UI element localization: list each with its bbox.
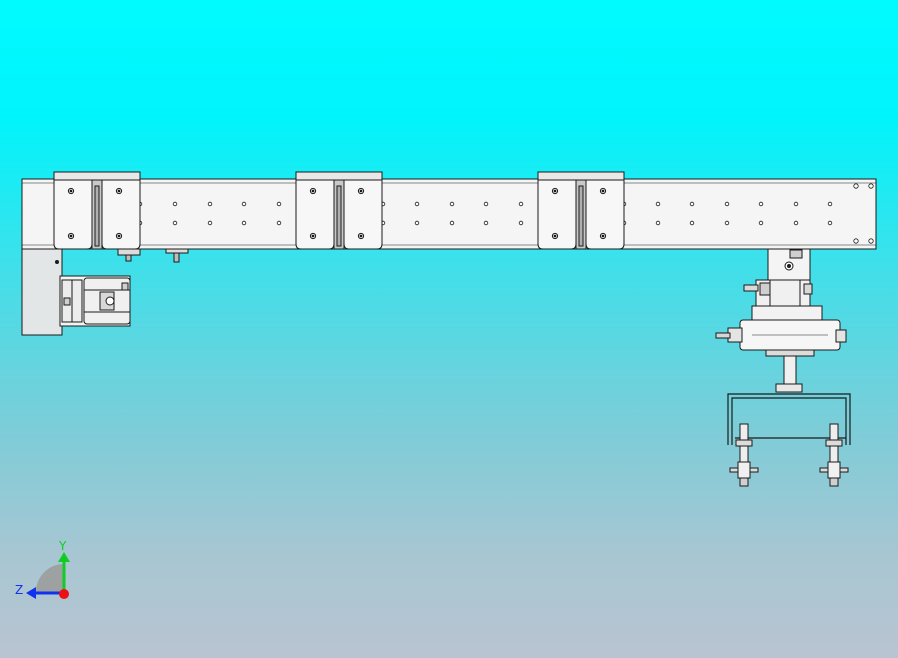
triad-z-label: Z <box>15 583 23 597</box>
rotary-actuator[interactable] <box>715 305 847 393</box>
beam-fasteners <box>117 248 189 263</box>
gripper-frame[interactable] <box>727 393 851 445</box>
triad-y-label: Y <box>58 539 67 553</box>
triad-z-arrowhead <box>26 587 36 599</box>
suction-cup-right[interactable] <box>819 423 849 487</box>
triad-y-arrowhead <box>58 552 70 562</box>
servo-motor[interactable] <box>59 275 131 327</box>
view-orientation-triad[interactable]: Y Z <box>15 539 70 599</box>
suction-cup-left[interactable] <box>729 423 759 487</box>
mount-bracket-2[interactable] <box>295 171 383 250</box>
z-axis-carriage[interactable] <box>743 248 813 307</box>
mounting-brackets[interactable] <box>53 171 625 250</box>
triad-x-axis-dot <box>59 589 69 599</box>
beam-end-holes <box>853 183 874 244</box>
mount-bracket-3[interactable] <box>537 171 625 250</box>
linear-beam[interactable] <box>21 178 877 250</box>
mount-bracket-1[interactable] <box>53 171 141 250</box>
triad-rotation-arc <box>36 564 64 592</box>
